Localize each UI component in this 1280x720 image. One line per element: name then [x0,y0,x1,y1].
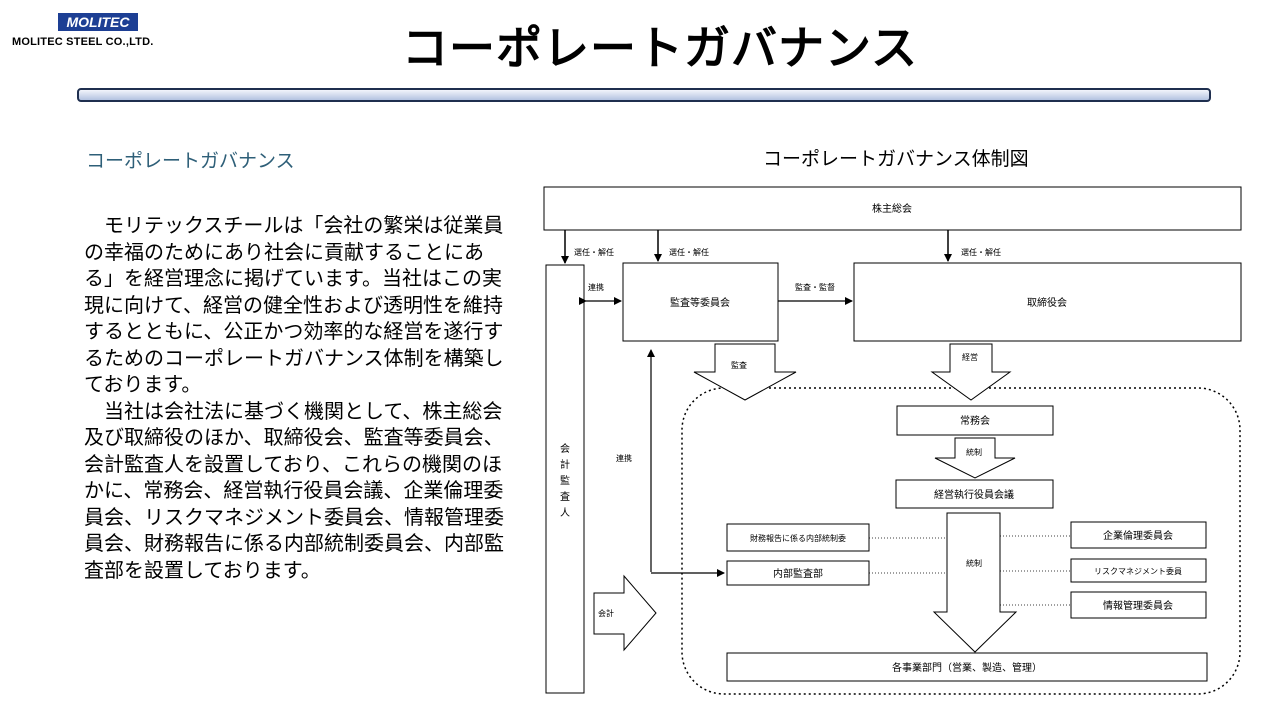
risk-committee-box: リスクマネジメント委員 [1070,558,1207,583]
audit-label: 監査 [731,360,747,370]
cooperate-label-2: 連携 [616,453,632,463]
accounting-auditor-char-4: 査 [560,490,570,503]
control-down-arrow-1 [934,437,1016,479]
title-underline-bar [77,88,1211,102]
body-text: モリテックスチールは「会社の繁栄は従業員の幸福のためにあり社会に貢献することにあ… [84,212,504,583]
diagram-title: コーポレートガバナンス体制図 [763,148,1029,170]
audit-committee-box: 監査等委員会 [622,262,779,342]
exec-officers-meeting-label: 経営執行役員会議 [934,488,1014,501]
company-logo: MOLITEC [58,13,138,31]
accounting-auditor-char-2: 計 [560,458,570,471]
risk-committee-label: リスクマネジメント委員 [1094,566,1182,576]
section-heading: コーポレートガバナンス [86,150,295,172]
exec-officers-meeting-box: 経営執行役員会議 [895,479,1054,509]
shareholders-label: 株主総会 [872,202,912,215]
ic-fin-reporting-box: 財務報告に係る内部統制委 [726,523,870,552]
info-committee-label: 情報管理委員会 [1103,599,1173,612]
audit-supervise-label: 監査・監督 [795,282,835,292]
paragraph-philosophy: モリテックスチールは「会社の繁栄は従業員の幸福のためにあり社会に貢献することにあ… [84,213,504,396]
page-title: コーポレートガバナンス [401,21,919,75]
paragraph-organization: 当社は会社法に基づく機関として、株主総会及び取締役のほか、取締役会、監査等委員会… [84,398,504,582]
management-label: 経営 [962,352,978,362]
board-label: 取締役会 [1027,296,1067,309]
ethics-committee-box: 企業倫理委員会 [1070,521,1207,549]
control-label-2: 統制 [966,558,982,568]
business-divisions-label: 各事業部門（営業、製造、管理） [892,661,1042,674]
audit-committee-label: 監査等委員会 [670,296,730,309]
accounting-auditor-char-5: 人 [560,507,570,519]
accounting-right-arrow [593,574,657,652]
audit-down-arrow [693,343,797,401]
accounting-auditor-char-3: 監 [560,474,570,487]
elect-label-3: 選任・解任 [961,247,1001,257]
cooperate-label-1: 連携 [588,282,604,292]
ethics-committee-label: 企業倫理委員会 [1103,529,1173,542]
ic-fin-reporting-label: 財務報告に係る内部統制委 [750,533,846,543]
control-label-1: 統制 [966,447,982,457]
elect-label-1: 選任・解任 [574,247,614,257]
board-box: 取締役会 [853,262,1242,342]
info-committee-box: 情報管理委員会 [1070,591,1207,619]
elect-label-2: 選任・解任 [669,247,709,257]
accounting-auditor-box: 会 計 監 査 人 [545,264,585,694]
internal-audit-box: 内部監査部 [726,560,870,586]
control-down-arrow-2 [932,512,1018,653]
internal-audit-label: 内部監査部 [773,567,823,580]
accounting-label: 会計 [598,608,614,618]
executive-committee-box: 常務会 [896,405,1054,436]
executive-committee-label: 常務会 [960,414,990,427]
company-name: MOLITEC STEEL CO.,LTD. [12,36,154,48]
shareholders-box: 株主総会 [543,186,1242,231]
accounting-auditor-char-1: 会 [560,442,570,455]
business-divisions-box: 各事業部門（営業、製造、管理） [726,652,1208,682]
management-down-arrow [930,343,1012,401]
